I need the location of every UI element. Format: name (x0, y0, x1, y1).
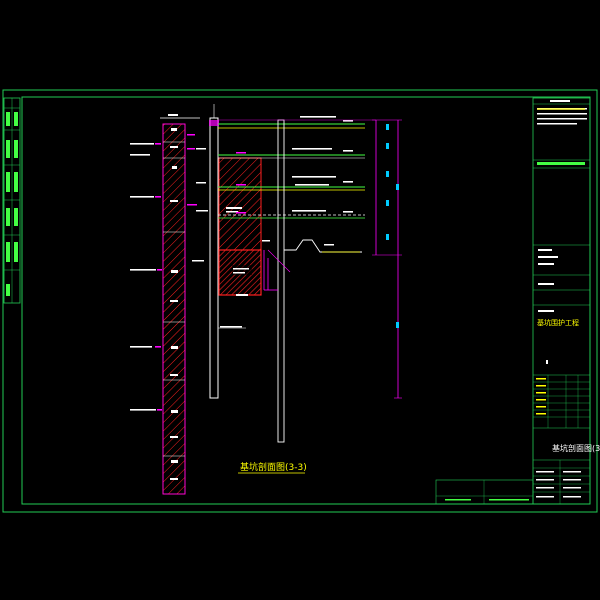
title-block (532, 97, 591, 505)
bottom-signature-strip (435, 479, 534, 505)
borehole-column (130, 114, 200, 495)
outer-frame (2, 89, 598, 513)
sheet-title-text: 基坑剖面图(3-3) (552, 443, 600, 453)
retaining-wall (192, 104, 246, 399)
elevation-rulers (218, 119, 402, 399)
left-revision-strip (3, 97, 21, 304)
support-struts (218, 116, 365, 219)
project-name-text: 基坑围护工程 (537, 318, 579, 327)
excavation-profile (262, 119, 362, 443)
section-title: 基坑剖面图(3-3) (240, 461, 307, 473)
soil-improvement-blocks (218, 157, 262, 296)
